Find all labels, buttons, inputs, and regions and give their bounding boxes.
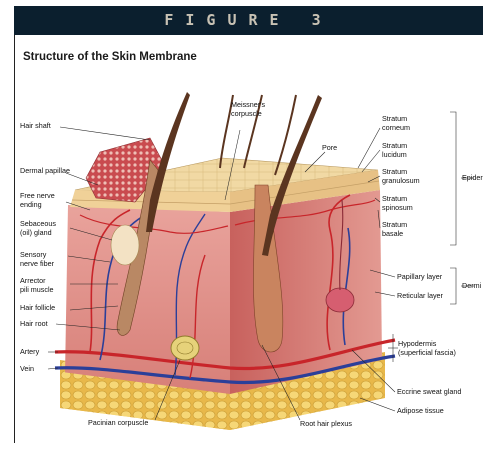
label-hypodermis-1: Hypodermis [398, 339, 437, 348]
label-pore: Pore [322, 143, 337, 152]
label-lucidum-1: Stratum [382, 141, 407, 150]
label-spinosum-1: Stratum [382, 194, 407, 203]
label-granulosum-2: granulosum [382, 176, 420, 185]
label-dermal-papillae: Dermal papillae [20, 166, 70, 175]
label-hair-root: Hair root [20, 319, 48, 328]
label-root-hair-plexus: Root hair plexus [300, 419, 352, 428]
label-basale-1: Stratum [382, 220, 407, 229]
label-hypodermis-2: (superficial fascia) [398, 348, 456, 357]
label-corneum-1: Stratum [382, 114, 407, 123]
label-meissner-1: Meissner's [231, 100, 266, 109]
label-sebaceous-1: Sebaceous [20, 219, 56, 228]
label-free-nerve-1: Free nerve [20, 191, 55, 200]
label-adipose: Adipose tissue [397, 406, 444, 415]
label-hair-shaft: Hair shaft [20, 121, 51, 130]
label-arrector-1: Arrector [20, 276, 46, 285]
label-meissner-2: corpuscle [231, 109, 262, 118]
label-papillary: Papillary layer [397, 272, 443, 281]
pacinian-corpuscle-shape [171, 336, 199, 360]
label-basale-2: basale [382, 229, 403, 238]
label-pacinian: Pacinian corpuscle [88, 418, 148, 427]
labels-left: Hair shaft Dermal papillae Free nerve en… [20, 121, 70, 373]
label-dermis: Dermi [462, 281, 482, 290]
label-free-nerve-2: ending [20, 200, 42, 209]
label-vein: Vein [20, 364, 34, 373]
label-granulosum-1: Stratum [382, 167, 407, 176]
labels-right: Stratum corneum Stratum lucidum Stratum … [382, 114, 483, 415]
label-sebaceous-2: (oil) gland [20, 228, 52, 237]
label-artery: Artery [20, 347, 40, 356]
label-arrector-2: pili muscle [20, 285, 54, 294]
label-eccrine: Eccrine sweat gland [397, 387, 461, 396]
label-lucidum-2: lucidum [382, 150, 407, 159]
label-corneum-2: corneum [382, 123, 410, 132]
label-sensory-1: Sensory [20, 250, 47, 259]
label-spinosum-2: spinosum [382, 203, 413, 212]
label-hair-follicle: Hair follicle [20, 303, 55, 312]
label-reticular: Reticular layer [397, 291, 444, 300]
label-sensory-2: nerve fiber [20, 259, 55, 268]
label-epidermis: Epider [462, 173, 483, 182]
